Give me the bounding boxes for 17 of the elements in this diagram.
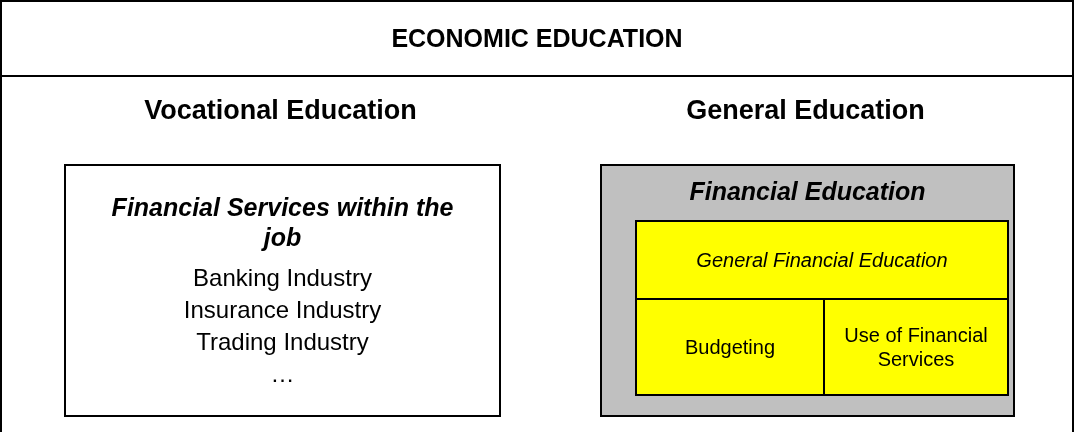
table-cell [823, 298, 1009, 396]
column-heading: General Education [685, 94, 926, 127]
list-item: Banking Industry [193, 263, 372, 293]
cell-text: Use of Financial Services [843, 323, 989, 371]
category-box [600, 164, 1015, 417]
column-heading: Vocational Education [143, 94, 418, 127]
box-heading: Financial Education [689, 176, 926, 206]
box-heading: Financial Services within the job [110, 192, 455, 252]
cell-text: Budgeting [683, 335, 777, 359]
category-box [64, 164, 501, 417]
table-cell [635, 298, 825, 396]
title-bar: ECONOMIC EDUCATION [2, 2, 1072, 77]
cell-text: General Financial Education [695, 248, 949, 272]
table-cell [635, 220, 1009, 300]
list-item: Trading Industry [196, 327, 369, 357]
list-item: Insurance Industry [183, 295, 382, 325]
list-item: … [270, 359, 295, 389]
